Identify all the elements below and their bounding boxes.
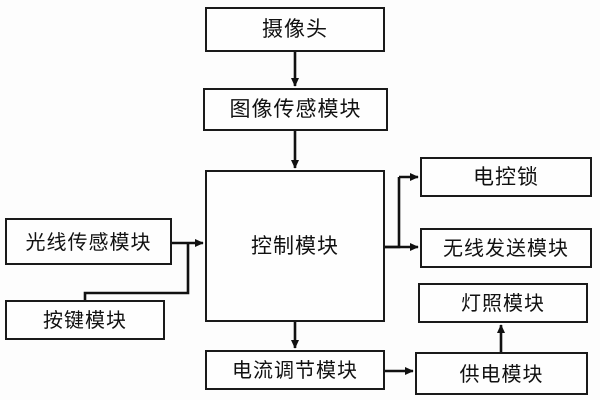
node-power-supply-module[interactable]: 供电模块 [415, 352, 588, 395]
node-lighting-module-label: 灯照模块 [461, 291, 545, 315]
node-current-regulation-module-label: 电流调节模块 [232, 358, 358, 382]
node-button-module-label: 按键模块 [43, 308, 127, 332]
node-control-module[interactable]: 控制模块 [205, 170, 385, 322]
node-light-sensing-module-label: 光线传感模块 [25, 229, 152, 254]
node-wireless-transmit-module-label: 无线发送模块 [443, 236, 569, 260]
node-wireless-transmit-module[interactable]: 无线发送模块 [420, 228, 592, 268]
edge-control-right-trunk [385, 177, 401, 249]
node-electric-lock[interactable]: 电控锁 [420, 157, 592, 197]
node-lighting-module[interactable]: 灯照模块 [418, 283, 588, 323]
node-image-sensing-module[interactable]: 图像传感模块 [203, 88, 388, 131]
node-current-regulation-module[interactable]: 电流调节模块 [205, 350, 385, 390]
node-camera[interactable]: 摄像头 [205, 7, 385, 52]
node-image-sensing-module-label: 图像传感模块 [229, 97, 362, 121]
node-power-supply-module-label: 供电模块 [459, 361, 544, 386]
node-camera-label: 摄像头 [262, 17, 328, 41]
node-light-sensing-module[interactable]: 光线传感模块 [5, 218, 172, 265]
node-electric-lock-label: 电控锁 [473, 164, 539, 189]
node-button-module[interactable]: 按键模块 [5, 300, 165, 340]
node-control-module-label: 控制模块 [251, 233, 339, 258]
